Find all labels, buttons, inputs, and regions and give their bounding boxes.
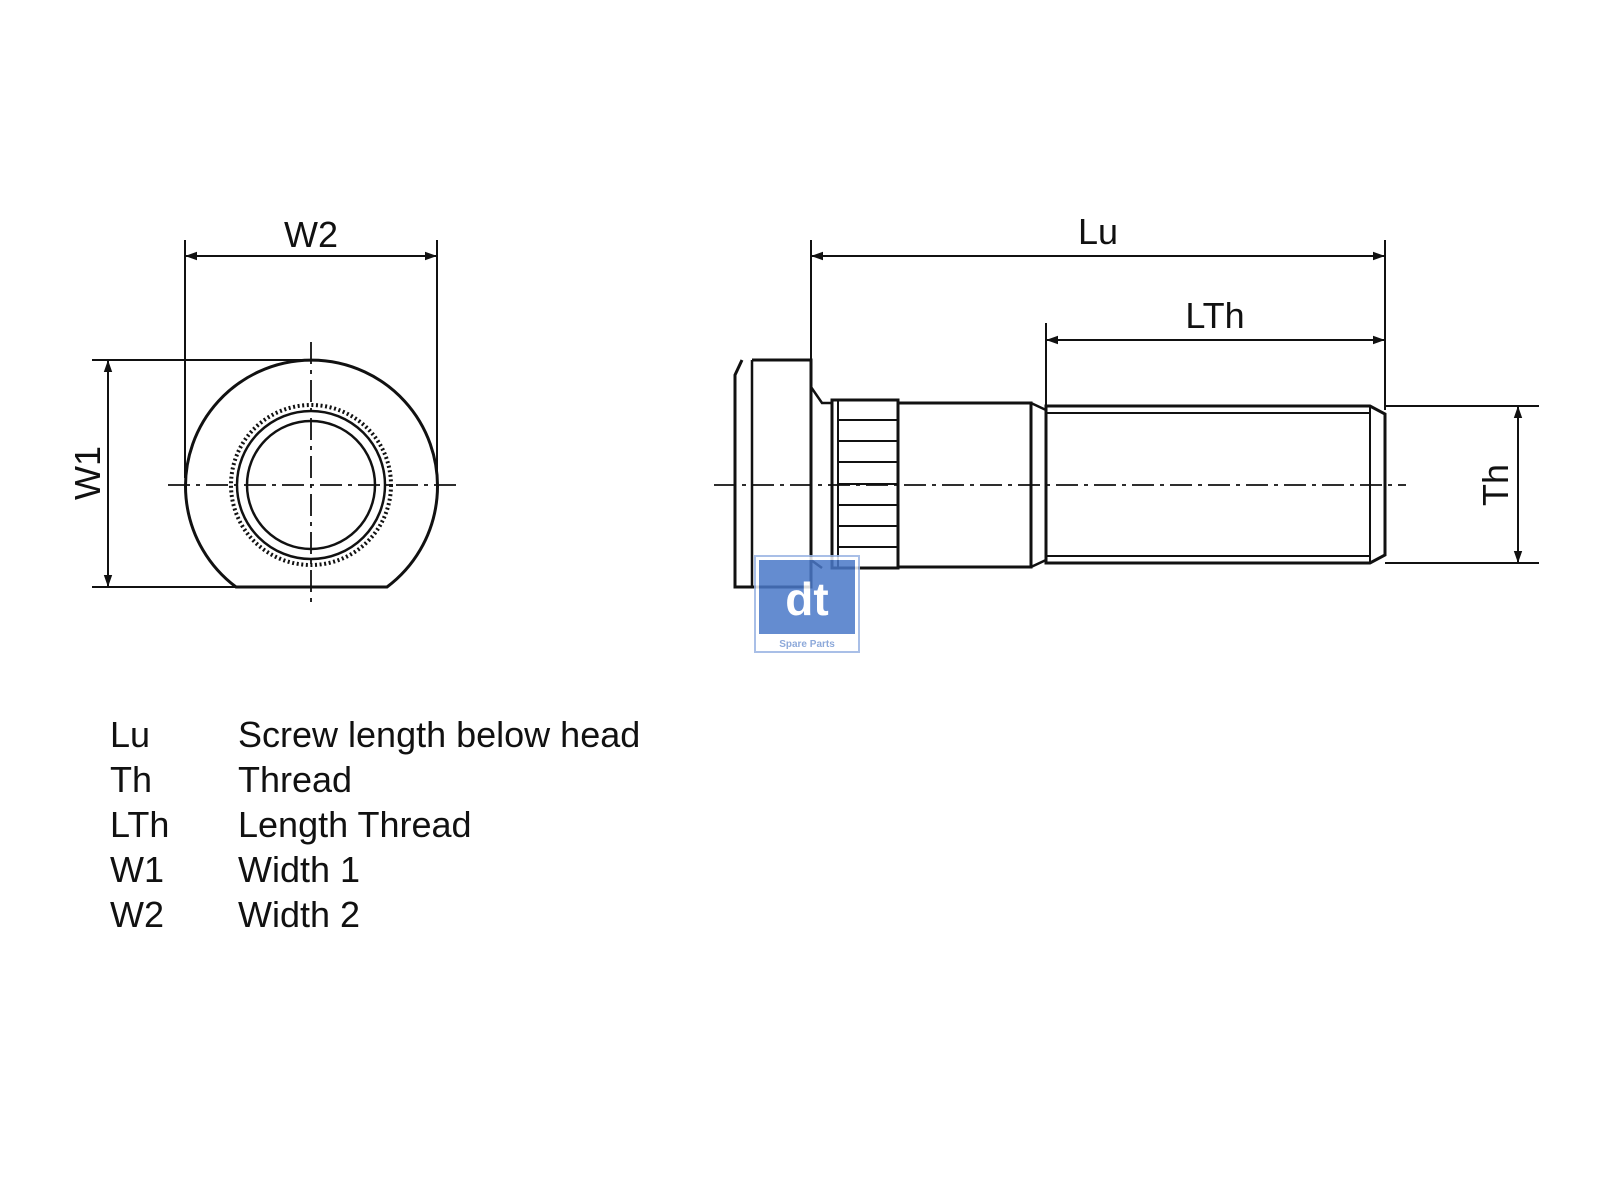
logo-caption: Spare Parts: [779, 639, 835, 650]
legend-row: Th Thread: [110, 757, 640, 802]
legend-row: LTh Length Thread: [110, 802, 640, 847]
w2-label: W2: [284, 214, 338, 255]
legend-abbr: LTh: [110, 804, 170, 845]
knurl-ring: [229, 403, 393, 567]
legend-desc: Screw length below head: [238, 714, 641, 755]
dt-spare-parts-logo: dt Spare Parts: [754, 555, 860, 653]
legend-desc: Length Thread: [238, 804, 472, 845]
lu-label: Lu: [1078, 211, 1118, 252]
legend-abbr: W1: [110, 849, 164, 890]
w1-label: W1: [67, 446, 108, 500]
legend-row: W1 Width 1: [110, 847, 640, 892]
legend-desc: Width 1: [238, 849, 361, 890]
head-outline: [184, 358, 439, 589]
legend-desc: Thread: [238, 759, 353, 800]
bolt-head: [733, 358, 813, 589]
legend-row: W2 Width 2: [110, 892, 640, 937]
legend-row: Lu Screw length below head: [110, 712, 640, 757]
legend-abbr: Th: [110, 759, 153, 800]
legend-abbr: W2: [110, 894, 164, 935]
front-view: [92, 240, 456, 606]
side-view: [714, 240, 1539, 589]
th-label: Th: [1475, 464, 1516, 506]
legend-desc: Width 2: [238, 894, 361, 935]
lth-label: LTh: [1185, 295, 1244, 336]
legend-abbr: Lu: [110, 714, 151, 755]
logo-word: dt: [785, 573, 828, 625]
legend: Lu Screw length below head Th Thread LTh…: [110, 712, 640, 937]
